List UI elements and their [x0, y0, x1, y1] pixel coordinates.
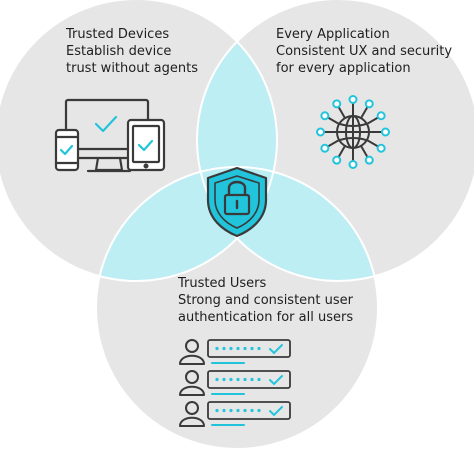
applications-line2: for every application [276, 61, 411, 76]
user-list-icon [179, 339, 291, 427]
user-row-icon [179, 370, 291, 396]
network-node-icon [332, 155, 342, 165]
overlap-applications-users [197, 167, 378, 281]
devices-icon [54, 98, 166, 173]
network-node-icon [364, 99, 374, 109]
users-line1: Strong and consistent user [178, 293, 353, 308]
devices-label: Trusted Devices Establish device trust w… [66, 26, 198, 77]
network-node-icon [376, 143, 386, 153]
users-label: Trusted Users Strong and consistent user… [178, 275, 353, 326]
devices-line2: trust without agents [66, 61, 199, 76]
network-node-icon [332, 99, 342, 109]
network-node-icon [364, 155, 374, 165]
user-row-icon [179, 339, 291, 365]
network-node-icon [376, 111, 386, 121]
devices-line1: Establish device [66, 44, 172, 59]
network-node-icon [316, 127, 325, 137]
users-line2: authentication for all users [178, 310, 354, 325]
network-node-icon [348, 160, 358, 169]
applications-line1: Consistent UX and security [276, 44, 453, 59]
network-node-icon [381, 127, 390, 137]
network-node-icon [348, 95, 358, 104]
overlap-devices-users [96, 167, 277, 281]
globe-network-icon [316, 95, 390, 169]
network-node-icon [320, 111, 330, 121]
devices-title: Trusted Devices [66, 27, 170, 42]
users-title: Trusted Users [178, 276, 267, 291]
network-node-icon [320, 143, 330, 153]
applications-label: Every Application Consistent UX and secu… [276, 26, 452, 77]
applications-title: Every Application [276, 27, 390, 42]
user-row-icon [179, 401, 291, 427]
shield-lock-icon [206, 166, 268, 238]
